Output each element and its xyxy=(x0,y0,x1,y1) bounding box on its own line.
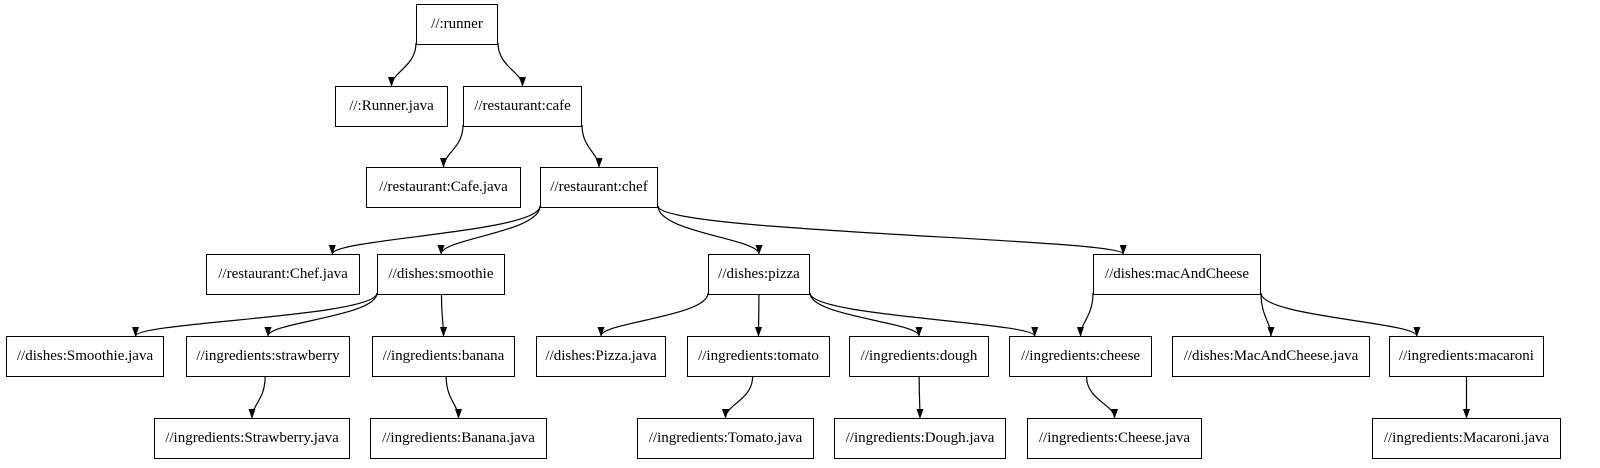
graph-edge-dishes_pizza-to-pizza_java xyxy=(597,292,709,337)
graph-node-runner[interactable]: //:runner xyxy=(416,4,498,45)
graph-node-label: //restaurant:Cafe.java xyxy=(379,179,508,195)
graph-edge-restaurant_cafe-to-restaurant_chef xyxy=(581,124,603,168)
graph-edge-dishes_mac-to-ing_cheese xyxy=(1076,292,1094,337)
graph-edge-ing_banana-to-banana_java xyxy=(445,376,463,419)
graph-node-label: //dishes:pizza xyxy=(718,266,800,282)
graph-edge-dishes_pizza-to-ing_cheese xyxy=(809,292,1039,337)
graph-node-label: //:runner xyxy=(431,16,483,32)
graph-node-chef_java[interactable]: //restaurant:Chef.java xyxy=(206,254,360,295)
graph-node-label: //restaurant:cafe xyxy=(474,98,571,114)
graph-edge-restaurant_chef-to-dishes_pizza xyxy=(657,205,763,255)
graph-node-label: //dishes:smoothie xyxy=(388,266,494,282)
graph-node-label: //ingredients:macaroni xyxy=(1399,348,1534,364)
graph-node-ing_dough[interactable]: //ingredients:dough xyxy=(849,336,989,377)
graph-node-label: //restaurant:chef xyxy=(550,179,648,195)
graph-node-restaurant_chef[interactable]: //restaurant:chef xyxy=(540,167,658,208)
graph-node-label: //ingredients:Banana.java xyxy=(382,430,535,446)
graph-edge-dishes_pizza-to-ing_dough xyxy=(809,292,923,337)
graph-node-label: //ingredients:Tomato.java xyxy=(648,430,803,446)
graph-edge-ing_dough-to-dough_java xyxy=(916,376,924,419)
graph-edge-dishes_smoothie-to-ing_strawberry xyxy=(264,292,378,337)
graph-node-dough_java[interactable]: //ingredients:Dough.java xyxy=(834,418,1006,459)
graph-node-ing_macaroni[interactable]: //ingredients:macaroni xyxy=(1389,336,1544,377)
graph-node-label: //ingredients:Cheese.java xyxy=(1038,430,1191,446)
graph-node-dishes_mac[interactable]: //dishes:macAndCheese xyxy=(1093,254,1261,295)
graph-edge-dishes_smoothie-to-smoothie_java xyxy=(132,292,378,337)
graph-edge-ing_cheese-to-cheese_java xyxy=(1086,376,1119,419)
graph-node-label: //dishes:MacAndCheese.java xyxy=(1183,348,1359,364)
graph-node-tomato_java[interactable]: //ingredients:Tomato.java xyxy=(637,418,814,459)
graph-node-cheese_java[interactable]: //ingredients:Cheese.java xyxy=(1027,418,1202,459)
graph-node-label: //restaurant:Chef.java xyxy=(218,266,348,282)
graph-node-label: //ingredients:Dough.java xyxy=(845,430,995,446)
graph-node-pizza_java[interactable]: //dishes:Pizza.java xyxy=(536,336,666,377)
graph-node-ing_banana[interactable]: //ingredients:banana xyxy=(372,336,515,377)
graph-node-label: //dishes:Pizza.java xyxy=(545,348,657,364)
graph-node-banana_java[interactable]: //ingredients:Banana.java xyxy=(370,418,547,459)
graph-edge-runner-to-runner_java xyxy=(387,42,417,87)
graph-node-label: //ingredients:dough xyxy=(860,348,978,364)
graph-node-mac_java[interactable]: //dishes:MacAndCheese.java xyxy=(1172,336,1370,377)
graph-node-runner_java[interactable]: //:Runner.java xyxy=(335,86,448,127)
graph-node-dishes_smoothie[interactable]: //dishes:smoothie xyxy=(377,254,505,295)
graph-edge-dishes_mac-to-mac_java xyxy=(1260,292,1275,337)
graph-edge-restaurant_chef-to-dishes_smoothie xyxy=(437,205,541,255)
graph-node-label: //ingredients:cheese xyxy=(1020,348,1141,364)
graph-node-dishes_pizza[interactable]: //dishes:pizza xyxy=(708,254,810,295)
graph-edge-runner-to-restaurant_cafe xyxy=(497,42,527,87)
graph-node-ing_strawberry[interactable]: //ingredients:strawberry xyxy=(186,336,350,377)
graph-node-smoothie_java[interactable]: //dishes:Smoothie.java xyxy=(6,336,164,377)
graph-node-macaroni_java[interactable]: //ingredients:Macaroni.java xyxy=(1372,418,1561,459)
graph-node-ing_tomato[interactable]: //ingredients:tomato xyxy=(687,336,830,377)
graph-edge-ing_strawberry-to-strawberry_java xyxy=(248,376,266,419)
graph-node-label: //dishes:macAndCheese xyxy=(1104,266,1250,282)
graph-node-ing_cheese[interactable]: //ingredients:cheese xyxy=(1009,336,1152,377)
graph-node-label: //dishes:Smoothie.java xyxy=(16,348,154,364)
graph-node-cafe_java[interactable]: //restaurant:Cafe.java xyxy=(366,167,521,208)
graph-node-label: //:Runner.java xyxy=(349,98,434,114)
graph-node-label: //ingredients:tomato xyxy=(698,348,819,364)
graph-edge-restaurant_chef-to-dishes_mac xyxy=(657,205,1127,255)
graph-edge-ing_tomato-to-tomato_java xyxy=(721,376,754,419)
graph-node-label: //ingredients:Strawberry.java xyxy=(165,430,339,446)
graph-edges xyxy=(132,42,1471,419)
graph-node-restaurant_cafe[interactable]: //restaurant:cafe xyxy=(463,86,582,127)
graph-edge-dishes_smoothie-to-ing_banana xyxy=(439,294,448,337)
graph-node-label: //ingredients:Macaroni.java xyxy=(1383,430,1550,446)
graph-node-label: //ingredients:banana xyxy=(382,348,505,364)
graph-edge-restaurant_chef-to-chef_java xyxy=(328,205,541,255)
graph-node-label: //ingredients:strawberry xyxy=(196,348,340,364)
graph-node-strawberry_java[interactable]: //ingredients:Strawberry.java xyxy=(154,418,350,459)
graph-edge-restaurant_cafe-to-cafe_java xyxy=(439,124,464,168)
graph-edge-dishes_mac-to-ing_macaroni xyxy=(1260,292,1421,337)
